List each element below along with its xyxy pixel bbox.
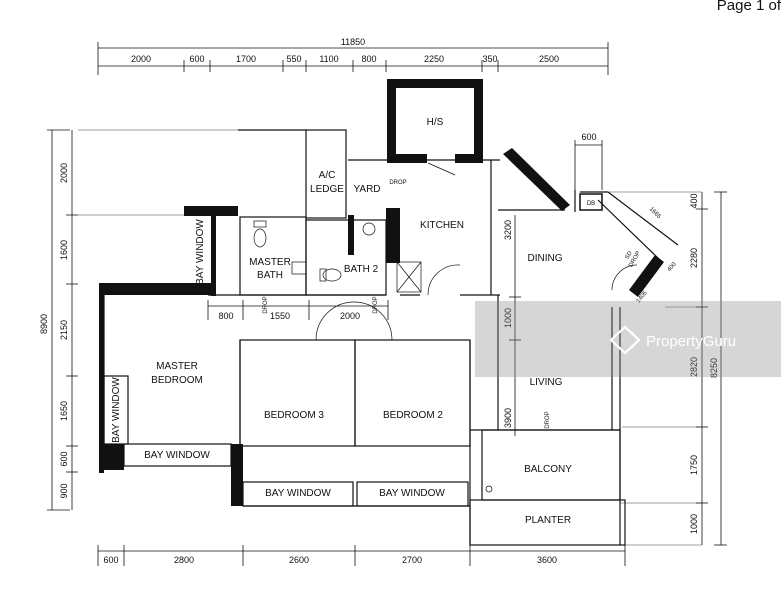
dim-top: 800 [361, 54, 376, 64]
bay-window-master: BAY WINDOW [144, 450, 210, 461]
bay-window-bedroom3: BAY WINDOW [265, 488, 331, 499]
dim-bottom: 2600 [289, 555, 309, 565]
dim-right: 2820 [689, 357, 699, 377]
dim-bottom: 2700 [402, 555, 422, 565]
dim-top: 600 [189, 54, 204, 64]
dim-top: 1700 [236, 54, 256, 64]
room-master-bedroom: MASTER [156, 361, 198, 372]
dim-left: 600 [59, 451, 69, 466]
room-master-bath: MASTER [249, 257, 291, 268]
dim-dining-600: 600 [581, 132, 596, 142]
dim-total-width: 11850 [341, 37, 365, 47]
room-dining: DINING [528, 253, 563, 264]
bay-window-bedroom2: BAY WINDOW [379, 488, 445, 499]
dim-bottom: 3600 [537, 555, 557, 565]
dim-right-total: 8250 [709, 358, 719, 378]
dim-left-total: 8900 [39, 314, 49, 334]
dim-corridor: 800 [218, 311, 233, 321]
dim-left: 1650 [59, 401, 69, 421]
dim-top: 2000 [131, 54, 151, 64]
drop-label: DROP [389, 180, 406, 186]
room-bedroom2: BEDROOM 2 [383, 410, 443, 421]
dim-bottom: 600 [103, 555, 118, 565]
drop-label: DROP [545, 411, 551, 428]
dim-left: 1600 [59, 240, 69, 260]
dim-kitchen: 3200 [503, 220, 513, 240]
dim-right: 1750 [689, 455, 699, 475]
room-kitchen: KITCHEN [420, 220, 464, 231]
dim-left: 2000 [59, 163, 69, 183]
room-bath2: BATH 2 [344, 264, 379, 275]
room-planter: PLANTER [525, 515, 571, 526]
dim-right: 400 [689, 193, 699, 208]
fixtures [253, 162, 638, 493]
watermark-text: PropertyGuru [646, 333, 736, 350]
room-master-bedroom: BEDROOM [151, 375, 203, 386]
room-balcony: BALCONY [524, 464, 572, 475]
dim-living-3900: 3900 [503, 408, 513, 428]
dim-bottom: 2800 [174, 555, 194, 565]
room-yard: YARD [353, 184, 380, 195]
room-master-bath: BATH [257, 270, 283, 281]
drop-label: DROP [263, 296, 269, 313]
dim-diag-400: 400 [667, 261, 678, 273]
dim-corridor: 1550 [270, 311, 290, 321]
dim-top: 350 [482, 54, 497, 64]
page-label: Page 1 of [716, 0, 781, 14]
dim-top: 550 [286, 54, 301, 64]
watermark: PropertyGuru [475, 301, 781, 377]
room-hs: H/S [427, 117, 444, 128]
dim-right: 1000 [689, 514, 699, 534]
bay-window-top: BAY WINDOW [195, 219, 206, 285]
db-label: DB [587, 201, 595, 207]
dim-top: 2250 [424, 54, 444, 64]
room-living: LIVING [530, 377, 563, 388]
dim-left: 2150 [59, 320, 69, 340]
bay-window-left: BAY WINDOW [111, 377, 122, 443]
dim-diag-1665: 1665 [648, 206, 662, 220]
dimension-lines [47, 42, 727, 566]
dim-left: 900 [59, 483, 69, 498]
sd-label: SD [624, 250, 634, 261]
dim-right: 2280 [689, 248, 699, 268]
drop-label: DROP [373, 296, 379, 313]
room-labels: H/S A/C LEDGE YARD KITCHEN DINING MASTER… [111, 117, 642, 526]
dim-top: 2500 [539, 54, 559, 64]
walls [99, 79, 679, 546]
dim-top: 1100 [319, 54, 338, 64]
room-ac-ledge: LEDGE [310, 184, 344, 195]
propertyguru-logo-icon [609, 325, 641, 355]
room-ac-ledge: A/C [319, 170, 336, 181]
dim-corridor: 2000 [340, 311, 360, 321]
dim-living-1000: 1000 [503, 308, 513, 328]
room-bedroom3: BEDROOM 3 [264, 410, 324, 421]
